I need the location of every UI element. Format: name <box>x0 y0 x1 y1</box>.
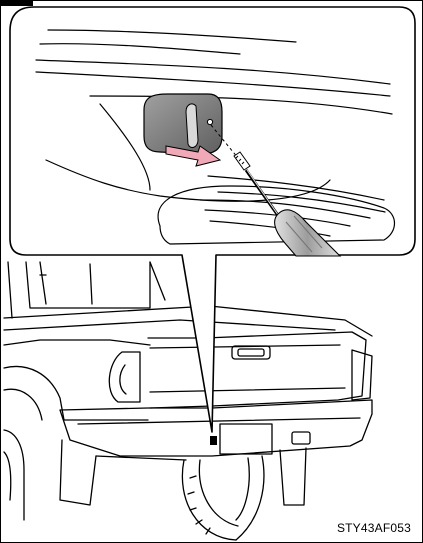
rear-wheel <box>182 456 264 540</box>
mud-flap-left <box>60 440 96 505</box>
tail-light-left <box>109 352 140 402</box>
truck-rear-illustration <box>4 262 372 540</box>
hitch-cover <box>292 432 310 444</box>
bed-rail-inner <box>4 320 335 330</box>
screw-hole <box>207 119 212 124</box>
callout-bubble <box>10 7 415 432</box>
left-wheel <box>4 430 24 520</box>
figure-code: STY43AF053 <box>337 521 411 535</box>
corner-tab <box>0 0 33 6</box>
camera-cover <box>144 94 222 154</box>
license-plate-area <box>220 424 272 454</box>
tailgate-handle <box>232 346 270 359</box>
camera-location-marker <box>210 436 217 445</box>
tailgate <box>148 332 366 408</box>
rear-bumper <box>60 400 372 456</box>
mud-flap-right <box>280 448 306 505</box>
bed-side-left <box>4 340 150 345</box>
